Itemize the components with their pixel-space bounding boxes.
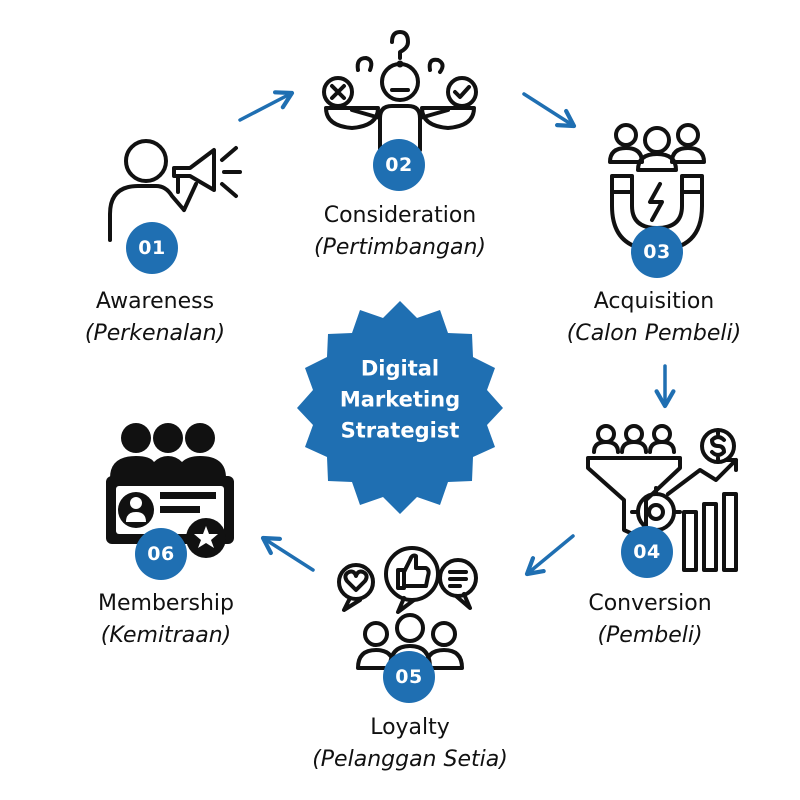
arrow-01-to-02	[238, 90, 295, 122]
stage-05-name: Loyalty	[370, 715, 450, 740]
stage-01-subtitle: (Perkenalan)	[84, 321, 226, 346]
stage-02-subtitle: (Pertimbangan)	[314, 235, 486, 260]
center-seal	[297, 301, 503, 514]
stage-04-subtitle: (Pembeli)	[597, 623, 703, 648]
stage-01-badge: 01	[126, 222, 178, 274]
arrow-02-to-03	[522, 92, 577, 129]
stage-02-badge: 02	[373, 139, 425, 191]
stage-04-label: Conversion (Pembeli)	[588, 588, 711, 652]
stage-06-badge: 06	[135, 528, 187, 580]
stage-03-subtitle: (Calon Pembeli)	[566, 321, 742, 346]
member-card-icon	[106, 423, 234, 558]
stage-03-name: Acquisition	[593, 289, 715, 314]
thinking-person-icon	[322, 30, 478, 152]
stage-04-name: Conversion	[588, 591, 712, 616]
stage-06-name: Membership	[98, 591, 234, 616]
center-title: Digital Marketing Strategist	[310, 354, 490, 447]
social-likes-icon	[337, 546, 478, 670]
stage-05-badge: 05	[383, 651, 435, 703]
stage-03-label: Acquisition (Calon Pembeli)	[567, 286, 741, 350]
center-title-line-3: Strategist	[340, 418, 460, 443]
center-title-line-1: Digital	[360, 356, 440, 381]
megaphone-person-icon	[108, 139, 242, 242]
stage-06-subtitle: (Kemitraan)	[100, 623, 232, 648]
arrow-05-to-06	[260, 535, 315, 572]
stage-06-label: Membership (Kemitraan)	[98, 588, 234, 652]
stage-04-badge: 04	[621, 526, 673, 578]
flow-arrows	[238, 90, 676, 577]
stage-03-badge: 03	[631, 226, 683, 278]
stage-05-label: Loyalty (Pelanggan Setia)	[312, 712, 508, 776]
center-title-line-2: Marketing	[339, 387, 461, 412]
stage-01-name: Awareness	[95, 289, 215, 314]
stage-05-subtitle: (Pelanggan Setia)	[312, 747, 508, 772]
stage-02-name: Consideration	[323, 203, 477, 228]
funnel-growth-icon	[586, 424, 738, 572]
stage-01-label: Awareness (Perkenalan)	[85, 286, 225, 350]
arrow-04-to-05	[524, 534, 575, 577]
stage-02-label: Consideration (Pertimbangan)	[314, 200, 486, 264]
